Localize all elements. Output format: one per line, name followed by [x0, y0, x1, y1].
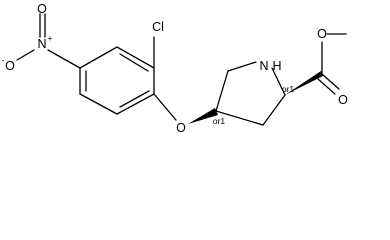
nitro-n-charge: + [48, 33, 53, 43]
wedge-bond-c4-o [188, 108, 218, 124]
pyrrolidine-ring: N H or1 or1 [213, 59, 295, 126]
chlorine-label: Cl [152, 20, 164, 34]
nitro-o-charge: - [2, 55, 5, 65]
ester-o-single-label: O [317, 27, 327, 41]
nitro-group: N + O O - [2, 2, 81, 73]
ring-n-label: N [259, 59, 268, 73]
stereo-label-c4: or1 [213, 116, 226, 126]
nitro-n-label: N [37, 37, 46, 51]
stereo-label-c2: or1 [282, 84, 295, 94]
nitro-o-top-label: O [37, 2, 47, 16]
ether-linkage: O [153, 93, 218, 135]
ester-o-double-label: O [338, 93, 348, 107]
ring-h-label: H [272, 59, 281, 73]
wedge-bond-c2-c [285, 71, 323, 95]
ether-o-label: O [176, 121, 186, 135]
nitro-o-left-label: O [5, 59, 15, 73]
chemical-structure: N + O O - Cl O N H or1 or1 O O [2, 2, 349, 135]
chloro-substituent: Cl [152, 20, 164, 69]
methyl-ester: O O [285, 27, 348, 107]
benzene-ring [79, 46, 155, 115]
